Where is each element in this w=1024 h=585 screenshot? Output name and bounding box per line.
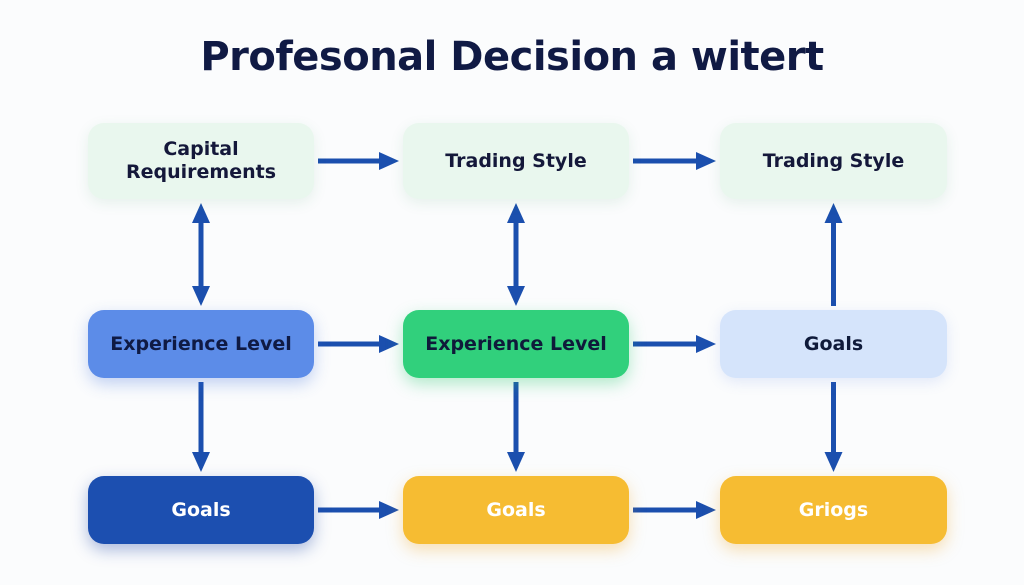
arrow-head [507,203,525,223]
arrow-head [379,152,399,170]
node-label: Experience Level [110,332,292,355]
arrow-head [696,501,716,519]
arrow-head [192,286,210,306]
arrow-head [824,203,843,223]
node-goals-2: Goals [88,476,314,544]
arrow-head [507,452,525,472]
node-experience-level-2: Experience Level [403,310,629,378]
node-goals-1: Goals [720,310,947,378]
diagram-title: Profesonal Decision a witert [200,34,824,80]
node-goals-3: Goals [403,476,629,544]
node-griogs: Griogs [720,476,947,544]
arrow-head [507,286,525,306]
node-label: Goals [486,498,546,521]
arrow-head [824,452,843,472]
node-label: Experience Level [425,332,607,355]
node-label: Goals [171,498,231,521]
node-trading-style-2: Trading Style [720,123,947,199]
node-label: Griogs [798,498,869,521]
arrow-head [192,452,210,472]
arrow-head [696,152,716,170]
arrow-head [192,203,210,223]
node-label: Trading Style [762,149,905,172]
node-trading-style-1: Trading Style [403,123,629,199]
arrow-head [379,335,399,353]
arrow-head [696,335,716,353]
arrow-head [379,501,399,519]
node-label: Goals [803,332,864,355]
node-experience-level-1: Experience Level [88,310,314,378]
node-label: Trading Style [445,149,587,172]
